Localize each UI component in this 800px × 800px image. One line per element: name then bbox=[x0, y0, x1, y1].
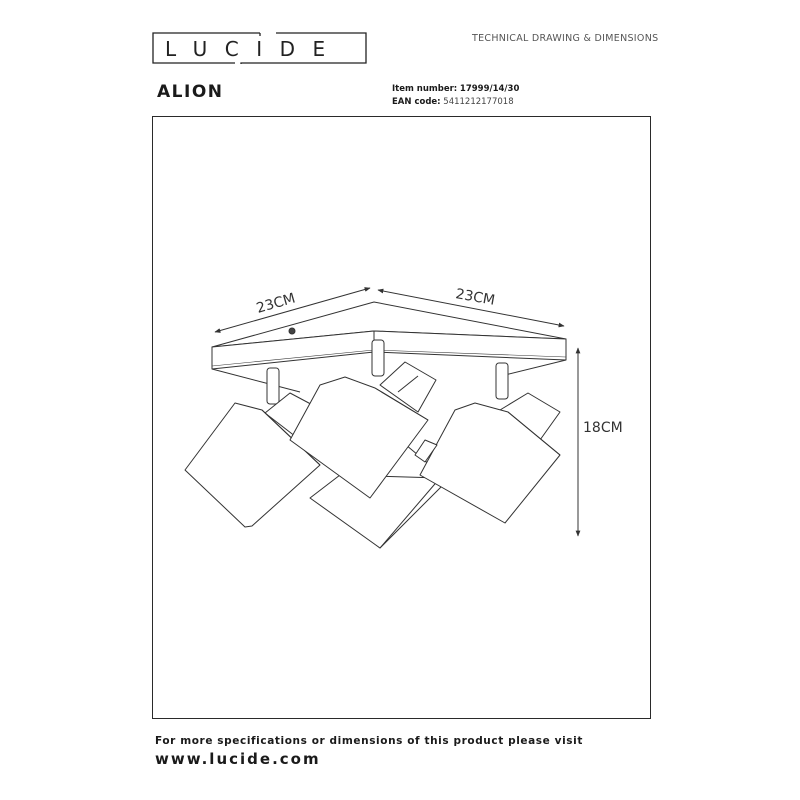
item-number-label: Item number: bbox=[392, 84, 458, 94]
ceiling-plate bbox=[211, 301, 567, 393]
spot-stems bbox=[266, 339, 509, 405]
website-link[interactable]: www.lucide.com bbox=[155, 750, 321, 768]
brand-logo: LUCIDE bbox=[152, 32, 368, 64]
svg-text:23CM: 23CM bbox=[454, 286, 496, 309]
item-number-value: 17999/14/30 bbox=[459, 84, 520, 94]
product-name: ALION bbox=[157, 82, 224, 102]
ean-row: EAN code: 5411212177018 bbox=[392, 96, 519, 109]
spot-head-right bbox=[414, 392, 561, 524]
svg-text:LUCIDE: LUCIDE bbox=[165, 37, 343, 61]
document-type-label: TECHNICAL DRAWING & DIMENSIONS bbox=[472, 33, 659, 44]
ean-value: 5411212177018 bbox=[443, 97, 514, 107]
svg-text:23CM: 23CM bbox=[255, 291, 298, 317]
dimension-height: 18CM bbox=[575, 347, 623, 537]
svg-text:18CM: 18CM bbox=[583, 420, 623, 436]
drawing-frame bbox=[152, 116, 651, 719]
spot-head-back-left bbox=[184, 392, 323, 528]
spot-head-center bbox=[289, 361, 437, 499]
footer-note: For more specifications or dimensions of… bbox=[155, 735, 583, 747]
lucide-logo-icon: LUCIDE bbox=[152, 32, 367, 64]
screw-icon bbox=[288, 327, 296, 335]
item-number-row: Item number: 17999/14/30 bbox=[392, 83, 519, 96]
dimension-width-right: 23CM bbox=[377, 286, 565, 328]
ean-label: EAN code: bbox=[392, 97, 441, 107]
product-meta: Item number: 17999/14/30 EAN code: 54112… bbox=[392, 83, 519, 109]
